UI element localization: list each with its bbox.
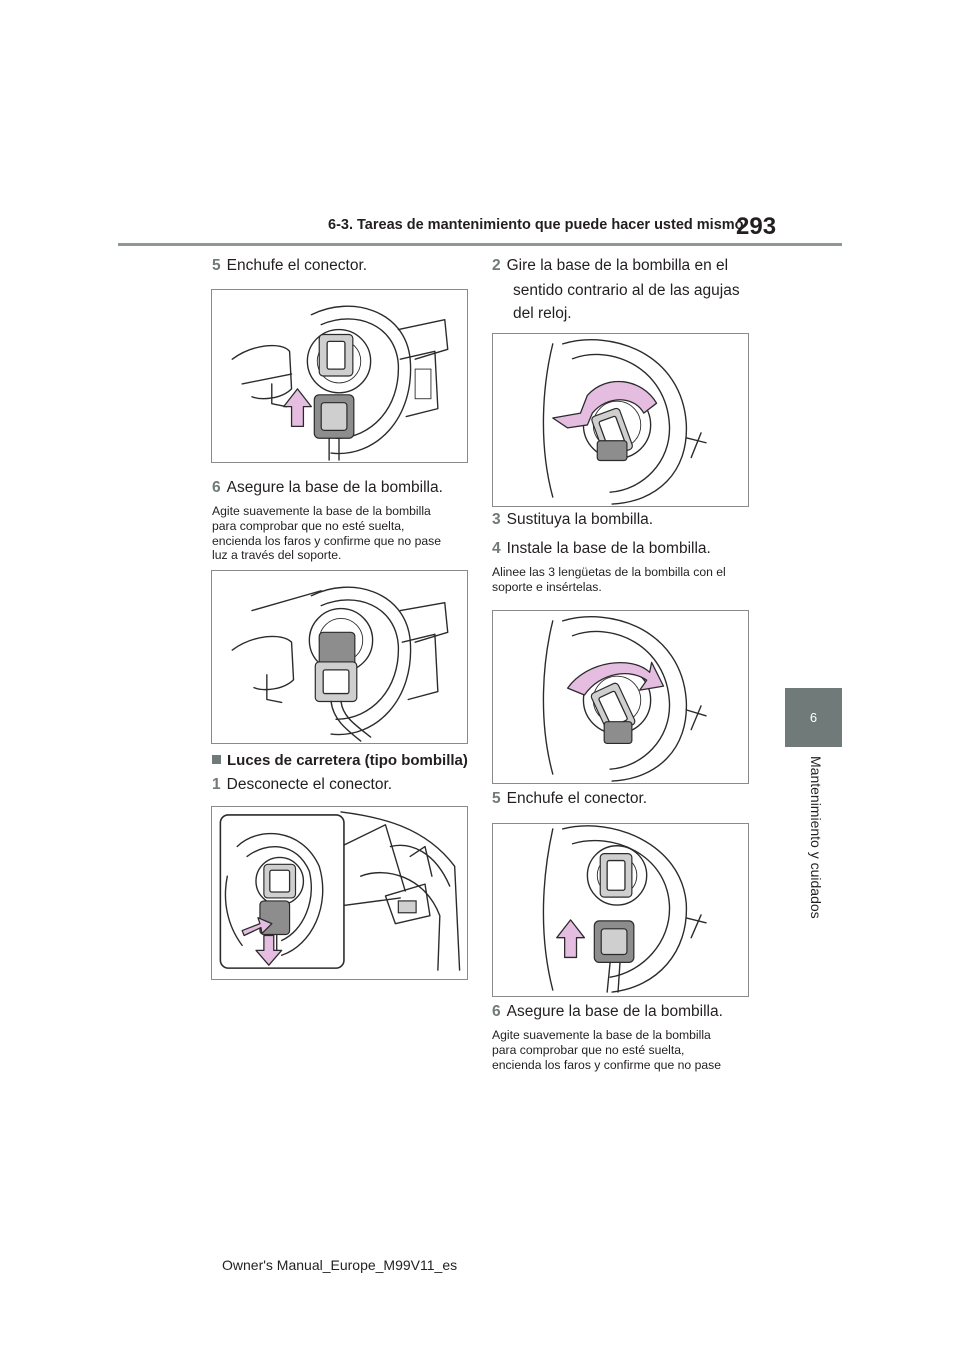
section-heading-text: Luces de carretera (tipo bombilla) (227, 752, 468, 769)
step-text: Enchufe el conector. (226, 257, 368, 274)
note-line: para comprobar que no esté suelta, (212, 518, 405, 533)
note-line: encienda los faros y confirme que no pas… (492, 1057, 721, 1072)
figure-disconnect-connector (211, 806, 468, 980)
right-step-2-line-3: del reloj. (513, 305, 572, 322)
right-step-6: 6 Asegure la base de la bombilla. (492, 1002, 723, 1022)
bulb-base (599, 853, 633, 898)
step-number: 4 (492, 540, 501, 557)
figure-install-base (492, 610, 749, 784)
note-line: Agite suavemente la base de la bombilla (212, 504, 431, 518)
right-step-4-note: Alinee las 3 lengüetas de la bombilla co… (492, 565, 762, 595)
counterclockwise-arrow (552, 380, 658, 429)
section-title: 6-3. Tareas de mantenimiento que puede h… (328, 217, 744, 233)
press-arrow (241, 917, 273, 937)
chapter-tab: 6 (785, 688, 842, 747)
connector (313, 394, 355, 461)
left-step-6-note: Agite suavemente la base de la bombilla … (212, 504, 472, 563)
right-step-6-note: Agite suavemente la base de la bombilla … (492, 1028, 762, 1072)
step-text: Sustituya la bombilla. (506, 511, 654, 528)
left-step-1: 1 Desconecte el conector. (212, 775, 392, 795)
step-number: 1 (212, 776, 221, 793)
step-text: Gire la base de la bombilla en el (506, 257, 729, 274)
manual-name: Owner's Manual_Europe_M99V11_es (222, 1257, 458, 1273)
step-number: 6 (212, 479, 221, 496)
left-step-5: 5 Enchufe el conector. (212, 256, 367, 276)
step-text: Asegure la base de la bombilla. (506, 1003, 723, 1020)
step-number: 6 (492, 1003, 501, 1020)
note-line: encienda los faros y confirme que no pas… (212, 533, 441, 548)
step-text: Desconecte el conector. (226, 776, 393, 793)
down-arrow (255, 934, 283, 966)
vehicle-front-illustration (340, 811, 461, 971)
clockwise-arrow (566, 661, 665, 696)
section-heading-high-beam: Luces de carretera (tipo bombilla) (212, 752, 468, 769)
note-line: Alinee las 3 lengüetas de la bombilla co… (492, 565, 726, 579)
bulb-base (318, 333, 354, 377)
figure-plug-connector-2 (492, 823, 749, 997)
headlight-housing-illustration (231, 586, 449, 736)
note-line: para comprobar que no esté suelta, (492, 1042, 685, 1057)
note-line: soporte e insértelas. (492, 579, 602, 594)
step-text: Asegure la base de la bombilla. (226, 479, 443, 496)
note-line: luz a través del soporte. (212, 548, 342, 563)
step-text: Enchufe el conector. (506, 790, 648, 807)
note-line: Agite suavemente la base de la bombilla (492, 1028, 711, 1042)
right-step-5: 5 Enchufe el conector. (492, 789, 647, 809)
figure-plug-connector (211, 289, 468, 463)
figure-turn-counterclockwise (492, 333, 749, 507)
right-step-2: 2 Gire la base de la bombilla en el (492, 256, 728, 276)
bulb-base (590, 682, 636, 745)
right-step-3: 3 Sustituya la bombilla. (492, 510, 653, 530)
connector (593, 920, 635, 993)
left-step-6: 6 Asegure la base de la bombilla. (212, 478, 443, 498)
chapter-label: Mantenimiento y cuidados (808, 756, 824, 919)
header-divider (118, 243, 842, 246)
chapter-number: 6 (809, 710, 818, 725)
up-arrow (283, 388, 312, 428)
headlight-housing-illustration (231, 305, 449, 455)
step-number: 5 (212, 257, 221, 274)
page-number: 293 (736, 213, 777, 240)
step-number: 3 (492, 511, 501, 528)
right-step-4: 4 Instale la base de la bombilla. (492, 539, 711, 559)
zoom-inset (219, 814, 345, 969)
step-number: 5 (492, 790, 501, 807)
callout-lines (340, 824, 406, 907)
bulb-base (591, 407, 633, 462)
headlight-housing-illustration (542, 825, 707, 993)
up-arrow (556, 919, 586, 959)
step-text: Instale la base de la bombilla. (506, 540, 711, 557)
bulb-base-with-connector (314, 631, 372, 742)
square-bullet-icon (212, 755, 221, 764)
figure-secure-base (211, 570, 468, 744)
right-step-2-line-2: sentido contrario al de las agujas (513, 282, 740, 299)
step-number: 2 (492, 257, 501, 274)
